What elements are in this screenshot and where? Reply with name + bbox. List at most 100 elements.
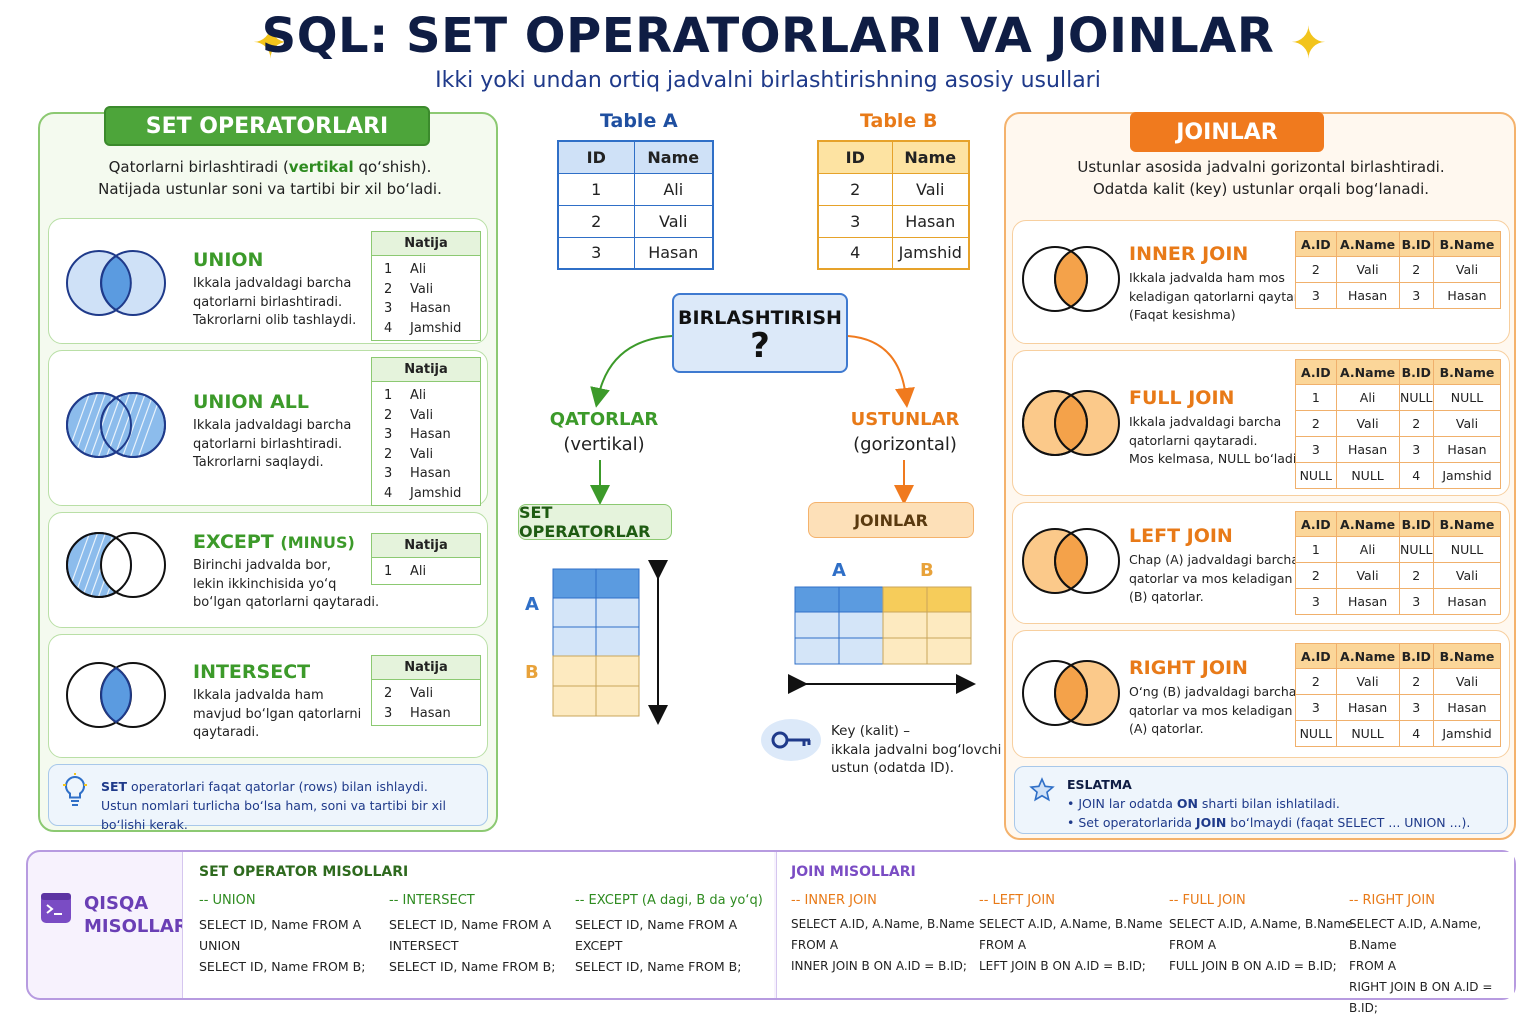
card-title: FULL JOIN xyxy=(1129,387,1235,409)
key-note-line: Key (kalit) – xyxy=(831,723,910,739)
venn-diagram-icon xyxy=(1022,660,1120,726)
desc-line: qatorlarni qaytaradi. xyxy=(1129,432,1258,448)
join-note: ESLATMA • JOIN lar odatda ON sharti bila… xyxy=(1014,766,1508,834)
set-operators-intro: Qatorlarni birlashtiradi (vertikal qo‘sh… xyxy=(60,156,480,200)
join-example-3: -- RIGHT JOIN SELECT A.ID, A.Name, B.Nam… xyxy=(1349,890,1514,1019)
code-line: SELECT ID, Name FROM B; xyxy=(389,959,556,974)
intro-text: Natijada ustunlar soni va tartibi bir xi… xyxy=(98,180,442,198)
join-table-cell: 1 xyxy=(1295,384,1337,411)
venn-diagram-icon xyxy=(1022,528,1120,594)
card-title: UNION xyxy=(193,249,263,271)
venn-diagram-icon xyxy=(66,662,166,728)
venn-diagram-icon xyxy=(66,250,166,316)
table-b-cell: Jamshid xyxy=(891,236,970,270)
desc-line: (A) qatorlar. xyxy=(1129,721,1204,736)
join-table-header: B.Name xyxy=(1433,231,1501,257)
key-note-line: ikkala jadvalni bog‘lovchi xyxy=(831,741,1002,758)
result-header: Natija xyxy=(372,534,480,558)
result-name: Vali xyxy=(410,446,434,462)
join-table-cell: 2 xyxy=(1398,668,1434,695)
result-name: Jamshid xyxy=(410,320,462,336)
join-table-cell: NULL xyxy=(1335,720,1400,747)
desc-line: lekin ikkinchisida yo‘q xyxy=(193,576,337,592)
result-name: Vali xyxy=(410,281,434,297)
table-b-cell: 4 xyxy=(817,236,893,270)
question-mark: ? xyxy=(750,326,770,366)
result-name: Vali xyxy=(410,407,434,423)
result-id: 3 xyxy=(384,301,393,316)
intro-highlight: vertikal xyxy=(288,158,354,176)
vertical-stack-grid xyxy=(552,568,640,717)
set-operators-header: SET OPERATORLARI xyxy=(104,106,430,146)
join-table-cell: Jamshid xyxy=(1433,720,1501,747)
result-id: 2 xyxy=(384,686,393,701)
join-table-cell: NULL xyxy=(1433,384,1501,411)
join-table-cell: NULL xyxy=(1295,720,1337,747)
table-b-cell: 3 xyxy=(817,204,893,238)
desc-line: Takrorlarni olib tashlaydi. xyxy=(193,313,357,328)
join-table-header: A.ID xyxy=(1295,359,1337,385)
quick-examples-panel: QISQA MISOLLAR SET OPERATOR MISOLLARI --… xyxy=(26,850,1516,1015)
join-table-cell: 3 xyxy=(1398,588,1434,615)
result-name: Vali xyxy=(410,686,434,701)
join-table-cell: 3 xyxy=(1295,588,1337,615)
table-a-header: ID xyxy=(557,140,635,174)
code-line: SELECT ID, Name FROM B; xyxy=(199,959,366,974)
quick-examples-label: QISQA MISOLLAR xyxy=(84,892,188,938)
desc-line: Ikkala jadvaldagi barcha xyxy=(193,276,352,291)
join-table-header: B.ID xyxy=(1398,511,1434,537)
label-line: MISOLLAR xyxy=(84,916,188,937)
join-example-2: -- FULL JOIN SELECT A.ID, A.Name, B.Name… xyxy=(1169,890,1353,977)
star-outline-icon xyxy=(1029,777,1055,802)
result-row: 2 Vali xyxy=(372,684,480,704)
note-bold: JOIN xyxy=(1195,815,1227,830)
code-line: INTERSECT xyxy=(389,938,459,953)
join-table-cell: NULL xyxy=(1433,536,1501,563)
result-id: 4 xyxy=(384,485,393,501)
example-heading: -- RIGHT JOIN xyxy=(1349,893,1435,908)
desc-line: (Faqat kesishma) xyxy=(1129,307,1236,322)
join-table-cell: NULL xyxy=(1398,536,1434,563)
intro-text: Odatda kalit (key) ustunlar orqali bog‘l… xyxy=(1092,180,1430,198)
join-table-cell: Hasan xyxy=(1433,436,1501,463)
table-b-caption: Table B xyxy=(860,110,938,132)
table-b-cell: Vali xyxy=(891,172,970,206)
example-heading: -- EXCEPT (A dagi, B da yo‘q) xyxy=(575,893,763,908)
code-line: FULL JOIN B ON A.ID = B.ID; xyxy=(1169,959,1337,973)
code-line: UNION xyxy=(199,938,241,953)
join-table-header: B.Name xyxy=(1433,511,1501,537)
join-table-header: B.ID xyxy=(1398,231,1434,257)
join-table-cell: 2 xyxy=(1295,410,1337,437)
code-line: SELECT ID, Name FROM B; xyxy=(575,959,742,974)
join-table-cell: 3 xyxy=(1398,282,1434,309)
join-table-header: B.ID xyxy=(1398,359,1434,385)
page-subtitle: Ikki yoki undan ortiq jadvalni birlashti… xyxy=(435,68,1101,93)
join-table-cell: 4 xyxy=(1398,720,1434,747)
label-b-horizontal: B xyxy=(920,560,934,581)
result-header: Natija xyxy=(372,656,480,680)
card-title-text: UNION ALL xyxy=(193,391,309,413)
desc-line: qaytaradi. xyxy=(193,725,260,740)
result-name: Jamshid xyxy=(410,485,462,501)
desc-line: Birinchi jadvalda bor, xyxy=(193,558,331,573)
intro-text: Qatorlarni birlashtiradi ( xyxy=(108,158,289,176)
set-operators-panel: SET OPERATORLARI Qatorlarni birlashtirad… xyxy=(38,106,498,832)
